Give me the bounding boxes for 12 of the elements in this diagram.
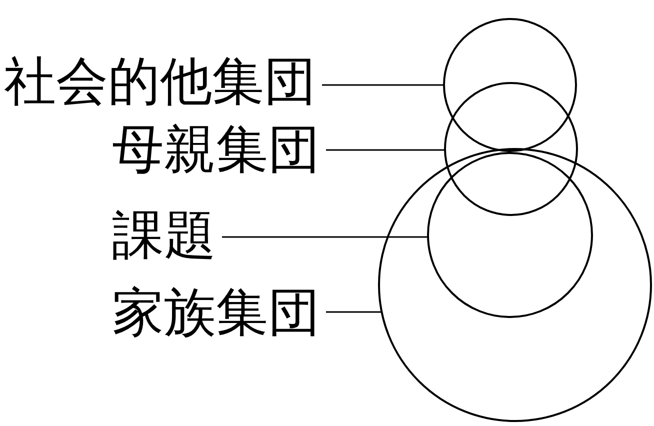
label-text: 母親集団 [112, 124, 320, 176]
circle [444, 82, 578, 216]
label-text: 課題 [112, 210, 216, 262]
leader-line [326, 149, 445, 151]
leader-line [326, 311, 382, 313]
circle [378, 148, 652, 422]
label-text: 社会的他集団 [4, 56, 316, 108]
circle [427, 152, 593, 318]
label-text: 家族集団 [112, 287, 320, 339]
leader-line [322, 84, 444, 86]
leader-line [222, 236, 428, 238]
circle [443, 18, 577, 152]
